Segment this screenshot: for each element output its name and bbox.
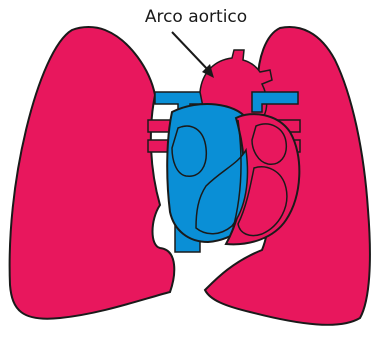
aortic-arch-label: Arco aortico xyxy=(116,4,276,30)
left-lung xyxy=(10,27,175,319)
callout-arrow-shaft xyxy=(172,32,210,72)
right-atrium-outline xyxy=(172,126,206,176)
